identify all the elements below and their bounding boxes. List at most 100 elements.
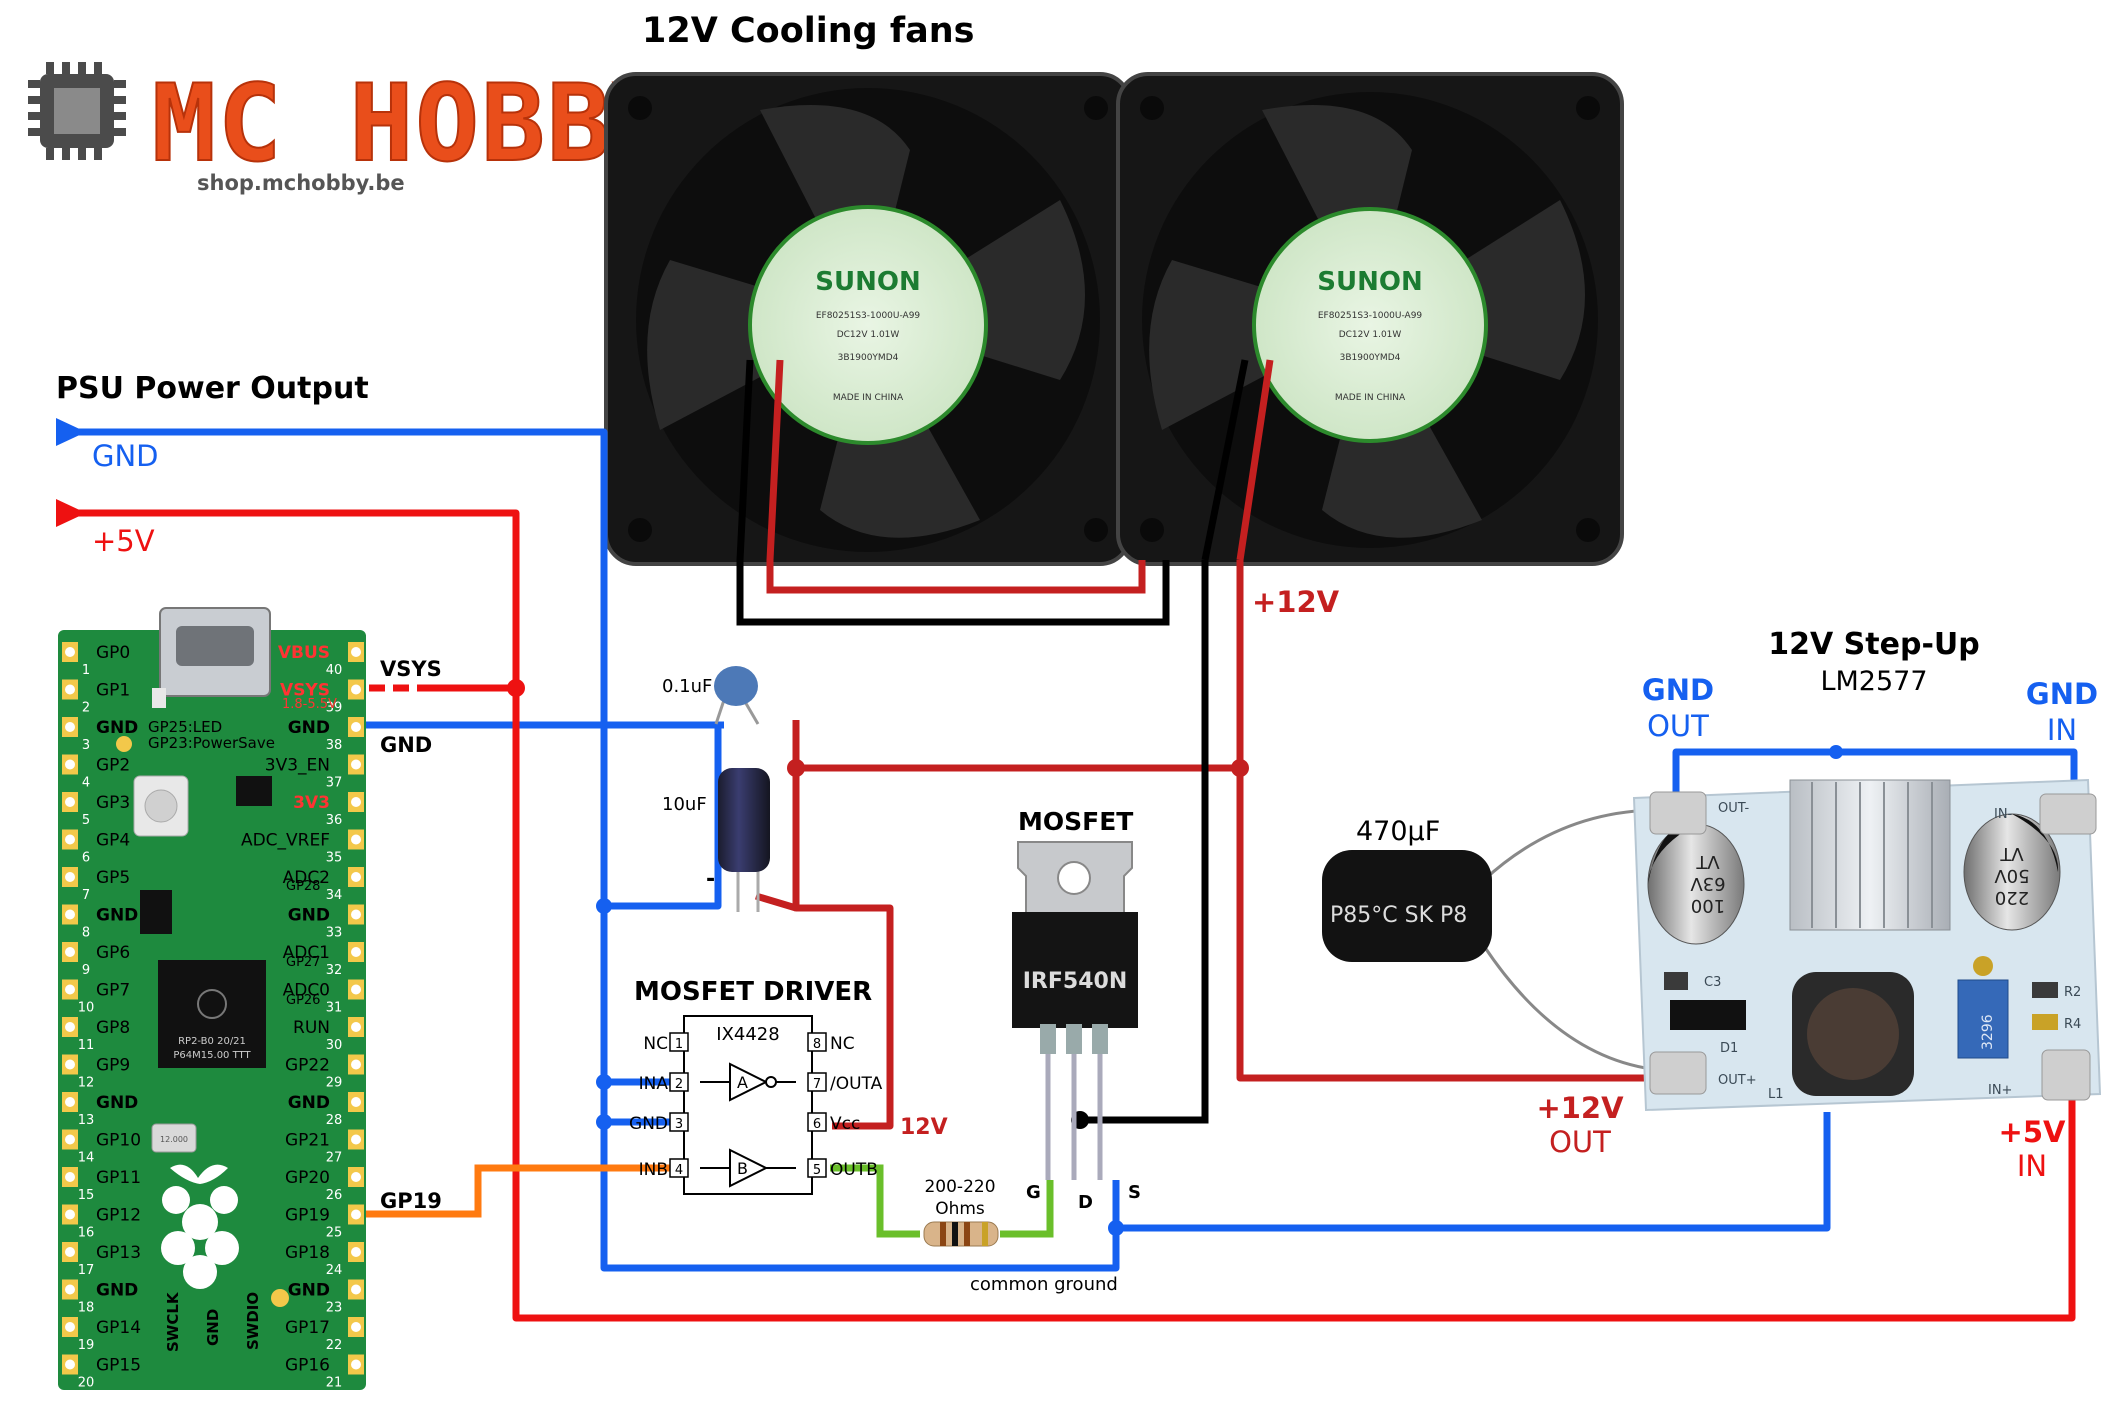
fan-brand: SUNON — [815, 267, 920, 297]
brand-url[interactable]: shop.mchobby.be — [197, 171, 405, 195]
pin-label: GP17 — [285, 1318, 330, 1338]
flash-chip — [140, 890, 172, 934]
pin-number: 4 — [82, 776, 90, 791]
led — [152, 688, 166, 708]
crystal: 12.000 — [151, 1123, 197, 1153]
pin-label: GP6 — [96, 943, 130, 963]
raspberry-logo-icon — [161, 1164, 239, 1289]
svg-text:12.000: 12.000 — [160, 1135, 188, 1144]
vsys-range: 1.8-5.5V — [282, 697, 337, 712]
pin-label: GP20 — [285, 1168, 330, 1188]
psu-5v-label: +5V — [92, 524, 155, 558]
driver-pin-right: 6 Vcc — [807, 1112, 860, 1134]
svg-text:6: 6 — [813, 1117, 821, 1132]
pin-label: GND — [96, 906, 138, 926]
pin-number: 35 — [326, 851, 343, 866]
pin-label: GP10 — [96, 1131, 141, 1151]
raspberry-pi-pico: GP01GP12GND3GP24GP35GP46GP57GND8GP69GP71… — [58, 607, 366, 1391]
input-terminals — [2039, 793, 2097, 1101]
fans-title: 12V Cooling fans — [642, 11, 975, 51]
pin-label: RUN — [293, 1018, 330, 1038]
pin-label: GP0 — [96, 643, 130, 663]
psu-title: PSU Power Output — [56, 371, 369, 406]
pin-number: 21 — [326, 1376, 343, 1391]
chip-logo-icon — [28, 62, 126, 160]
pin-label: GP12 — [96, 1206, 141, 1226]
common-ground-label: common ground — [970, 1274, 1118, 1295]
usb-connector — [159, 607, 271, 697]
heatsink — [1789, 779, 1951, 931]
diode — [1670, 1000, 1746, 1030]
pin-number: 22 — [326, 1338, 343, 1353]
svg-text:100: 100 — [1691, 895, 1725, 916]
pin-label: GP14 — [96, 1318, 141, 1338]
brand-logo: MC HOBBY shop.mchobby.be — [28, 61, 678, 195]
gp27-label: GP27 — [286, 955, 320, 970]
svg-text:B: B — [737, 1159, 748, 1178]
fan-wires — [736, 359, 1274, 626]
svg-text:P85°C SK P8: P85°C SK P8 — [1330, 903, 1467, 928]
mosfet-part: IRF540N — [1023, 969, 1128, 994]
trimmer-pot[interactable]: 3296 — [1957, 956, 2009, 1059]
svg-text:Ohms: Ohms — [935, 1199, 985, 1219]
stepup-title: 12V Step-Up — [1768, 627, 1979, 662]
psu-output: PSU Power Output GND +5V — [56, 371, 369, 558]
svg-text:R4: R4 — [2064, 1017, 2081, 1032]
svg-text:50V: 50V — [1994, 865, 2030, 886]
bootsel-button[interactable] — [133, 775, 189, 837]
pin-number: 3 — [82, 738, 90, 753]
output-capacitor: 100 63V VT — [1647, 823, 1745, 945]
svg-text:Vcc: Vcc — [830, 1114, 860, 1134]
driver-pin-left: 1NC — [643, 1032, 689, 1054]
pin-number: 2 — [82, 701, 90, 716]
fan-code: 3B1900YMD4 — [838, 353, 899, 363]
psave-label: GP23:PowerSave — [148, 734, 275, 752]
mosfet-title: MOSFET — [1018, 807, 1133, 836]
pin-number: 11 — [78, 1038, 95, 1053]
plus5v-arrow-icon — [56, 499, 86, 527]
svg-text:NC: NC — [643, 1034, 668, 1054]
plus12v-out-label: +12V — [1536, 1091, 1624, 1125]
plus12v-rail-label: +12V — [1252, 585, 1340, 619]
driver-title: MOSFET DRIVER — [634, 977, 872, 1007]
pin-label: GP13 — [96, 1243, 141, 1263]
svg-text:4: 4 — [675, 1163, 683, 1178]
gate-b: B — [700, 1148, 796, 1188]
svg-text:C3: C3 — [1704, 975, 1721, 990]
gate-a: A — [700, 1062, 796, 1102]
gp28-label: GP28 — [286, 879, 320, 894]
svg-text:IN+: IN+ — [1988, 1083, 2012, 1098]
pin-label: VSYS — [280, 681, 330, 701]
pin-label: GND — [96, 1093, 138, 1113]
fan-origin: MADE IN CHINA — [1335, 393, 1406, 403]
svg-text:-: - — [706, 867, 715, 892]
pin-label: GP21 — [285, 1131, 330, 1151]
svg-text:2: 2 — [675, 1077, 683, 1092]
pin-label: GND — [96, 1281, 138, 1301]
input-capacitor: 220 50V VT — [1963, 813, 2061, 931]
svg-text:3296: 3296 — [1980, 1014, 1996, 1050]
gnd-wire-label: GND — [380, 733, 432, 757]
pin-number: 28 — [326, 1113, 343, 1128]
electrolytic-cap-470uf: 470µF P85°C SK P8 — [1322, 808, 1661, 1072]
pin-number: 32 — [326, 963, 343, 978]
pin-number: 18 — [78, 1301, 95, 1316]
smd-cap-c3 — [1664, 972, 1688, 990]
pin-label: GP7 — [96, 981, 130, 1001]
